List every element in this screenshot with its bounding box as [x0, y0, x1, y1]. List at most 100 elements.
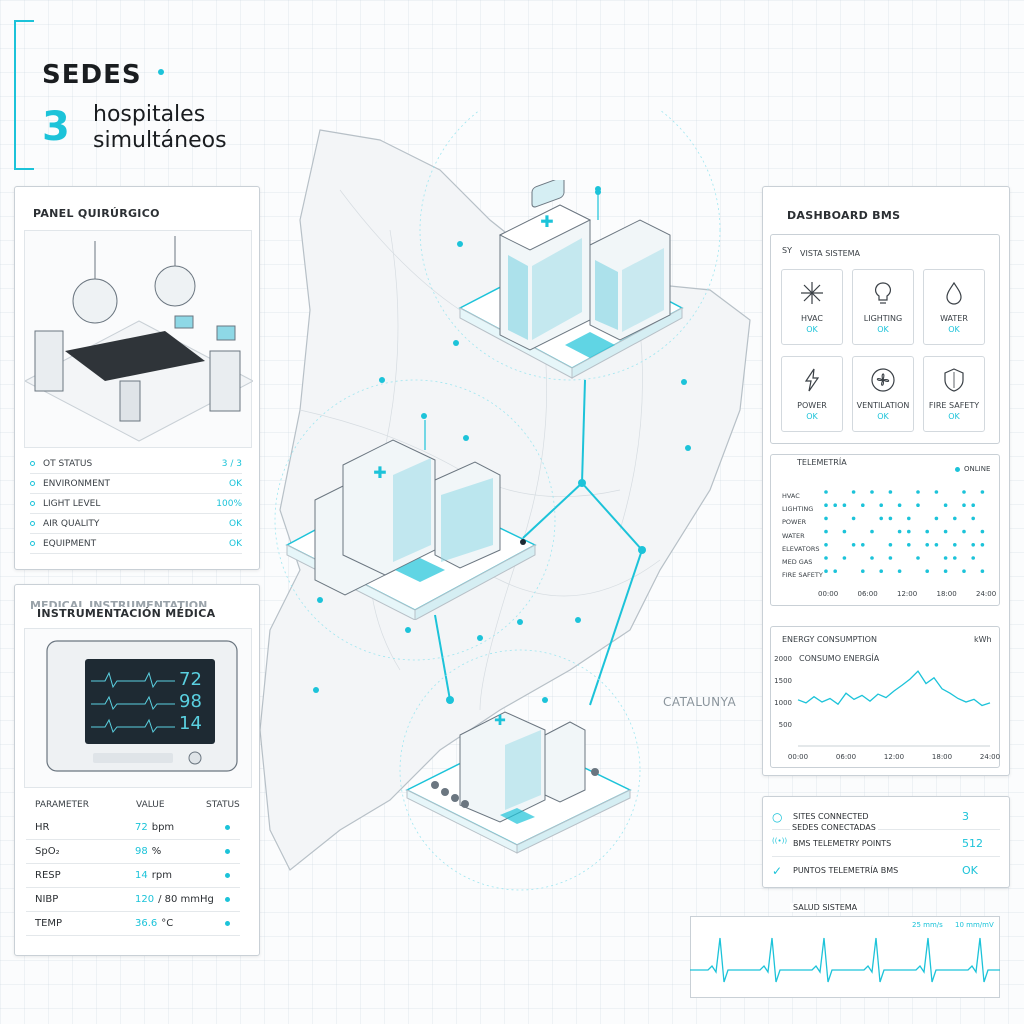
telemetry-dot [861, 543, 865, 547]
telemetry-dot [824, 529, 828, 534]
vital-row: NIBP 120/ 80 mmHg [26, 888, 240, 912]
surgical-row-label: ENVIRONMENT [43, 478, 110, 489]
bms-card-name: VENTILATION [856, 401, 910, 410]
monitor-hr: 72 [179, 669, 202, 690]
online-dot [955, 467, 960, 472]
bms-card-status: OK [806, 412, 818, 421]
vital-param: HR [35, 822, 50, 833]
telemetry-dot [879, 503, 883, 507]
telemetry-dot [943, 503, 948, 507]
telemetry-dot [888, 516, 893, 521]
summary-row-label: SITES CONNECTED [793, 812, 869, 821]
telemetry-dot [897, 569, 902, 573]
vital-param: RESP [35, 870, 61, 881]
telemetry-dot [907, 543, 911, 547]
telemetry-dot [971, 556, 975, 560]
summary-row-value: OK [962, 864, 978, 877]
telemetry-dot [870, 529, 874, 534]
energy-x-tick: 00:00 [788, 753, 808, 761]
vital-value: 120 [135, 894, 155, 905]
link-north-center [581, 379, 586, 484]
telemetry-dot [953, 516, 957, 521]
telemetry-dot [824, 569, 828, 573]
summary-panel [762, 796, 1010, 888]
telemetry-dot [962, 490, 966, 494]
telemetry-dot [888, 556, 893, 560]
telemetry-x-tick: 06:00 [857, 590, 878, 598]
telemetry-x-tick: 18:00 [936, 590, 957, 598]
ecg-gain: 10 mm/mV [955, 921, 994, 929]
telemetry-dot [851, 516, 856, 521]
vital-param: NIBP [35, 894, 59, 905]
telemetry-dot [934, 543, 939, 547]
telemetry-panel [770, 454, 1000, 606]
header-bracket [14, 20, 16, 170]
vital-status-dot [225, 825, 230, 830]
telemetry-dot [824, 543, 828, 547]
vital-status-dot [225, 897, 230, 902]
title-dot [158, 69, 164, 75]
telemetry-dot [888, 490, 893, 494]
telemetry-dot [907, 516, 911, 521]
vital-unit: bpm [151, 822, 175, 833]
vital-unit: / 80 mmHg [158, 894, 214, 905]
telemetry-dot [907, 529, 911, 534]
hospital-west[interactable]: ✚ [285, 420, 545, 620]
region-label: CATALUNYA [663, 695, 737, 709]
telemetry-dot [897, 503, 902, 507]
ecg-trace [690, 937, 1000, 983]
energy-unit: kWh [974, 635, 992, 644]
bms-card-status: OK [877, 325, 889, 334]
link-center-west [522, 482, 583, 539]
hospital-north[interactable]: ✚ [450, 180, 690, 390]
telemetry-dot [980, 490, 985, 494]
telemetry-dot [842, 503, 847, 507]
vital-unit: rpm [151, 870, 172, 881]
vital-status-dot [225, 921, 230, 926]
water-drop-icon [924, 280, 984, 308]
hospital-south[interactable]: ✚ [405, 690, 635, 855]
telemetry-dot [833, 503, 837, 507]
summary-row-label: BMS TELEMETRY POINTS [793, 839, 892, 848]
summary-row-value: 512 [962, 837, 983, 850]
status-dot-icon [30, 461, 35, 466]
bms-card-power[interactable]: POWER OK [781, 356, 843, 432]
telemetry-dot [851, 490, 856, 494]
summary-row-label: PUNTOS TELEMETRÍA BMS [793, 866, 899, 875]
svg-text:✚: ✚ [494, 713, 506, 729]
telemetry-dot [980, 543, 985, 547]
bms-card-status: OK [948, 325, 960, 334]
telemetry-dot [916, 490, 920, 494]
col-status: STATUS [206, 800, 240, 810]
energy-x-tick: 24:00 [980, 753, 1000, 761]
instrument-panel-title: INSTRUMENTACIÓN MÉDICA [34, 607, 219, 620]
bms-card-name: POWER [797, 401, 827, 410]
surgical-row-label: OT STATUS [43, 458, 93, 469]
summary-row-value: 3 [962, 810, 969, 823]
telemetry-status: ONLINE [964, 465, 991, 473]
telemetry-dot [971, 543, 975, 547]
header-bracket-top [14, 20, 34, 22]
status-dot-icon [30, 501, 35, 506]
bms-card-ventilation[interactable]: VENTILATION OK [852, 356, 914, 432]
energy-y-tick: 1000 [774, 699, 792, 707]
telemetry-dot [943, 569, 948, 573]
fan-icon [853, 367, 913, 395]
bms-card-status: OK [877, 412, 889, 421]
surgical-row-value: OK [229, 538, 242, 549]
surgical-row-value: OK [229, 478, 242, 489]
lightbulb-icon [853, 280, 913, 308]
status-dot-icon [30, 521, 35, 526]
telemetry-row-label: WATER [782, 531, 805, 540]
system-view-title: VISTA SISTEMA [798, 249, 863, 258]
summary-divider [772, 856, 1000, 857]
ecg-title: SALUD SISTEMA [790, 903, 861, 912]
